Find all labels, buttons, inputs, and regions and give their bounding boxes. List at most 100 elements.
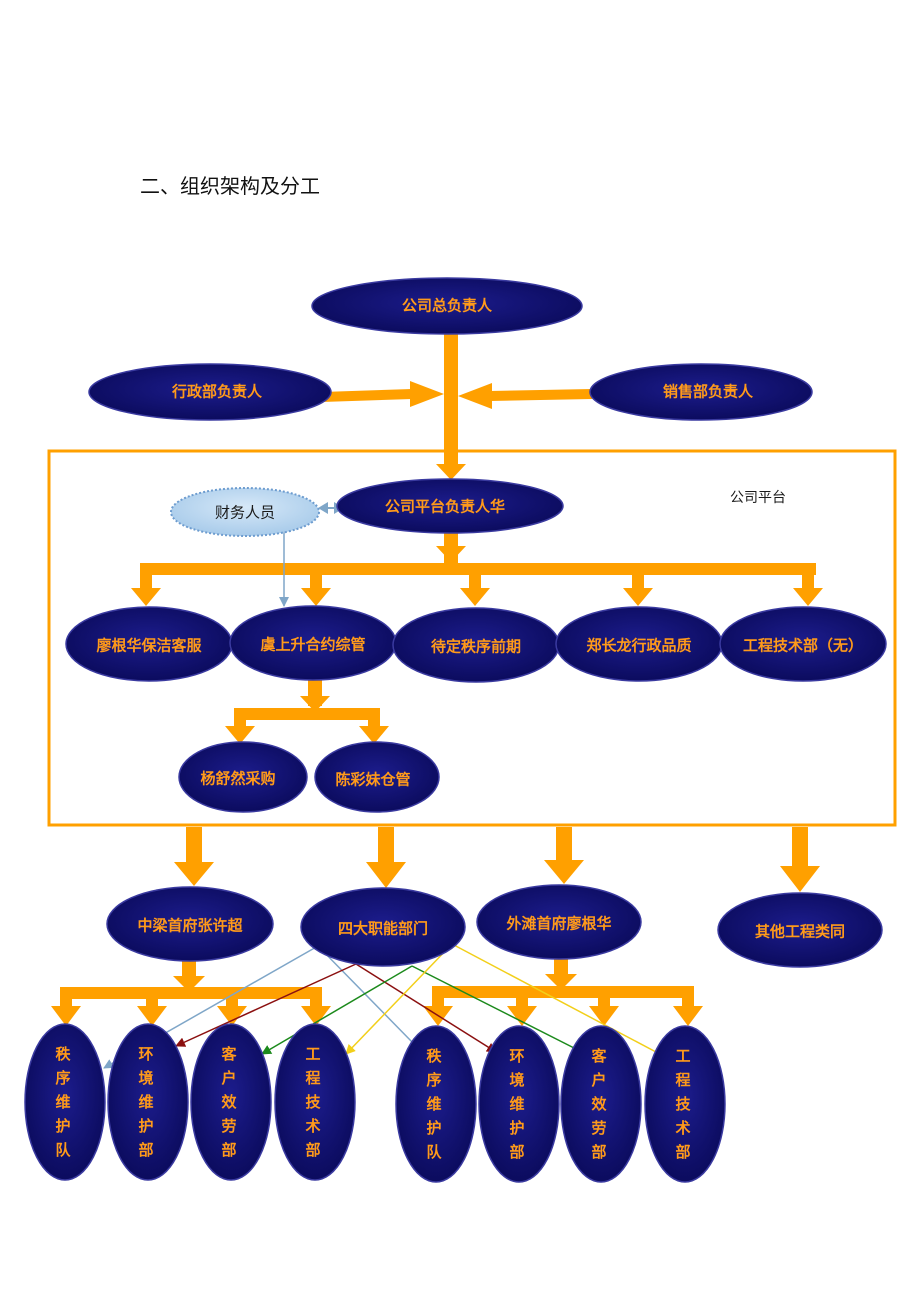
sales-connector xyxy=(490,389,592,401)
zhongliang-arrowhead-4 xyxy=(301,1006,331,1026)
node-platform-head[interactable]: 公司平台负责人华 xyxy=(336,478,564,534)
right-dept-engineering-shape xyxy=(644,1025,726,1183)
node-ceo[interactable]: 公司总负责人 xyxy=(311,277,583,335)
left-dept-client-service[interactable]: 客户效劳部 xyxy=(190,1023,272,1181)
platform-label: 公司平台 xyxy=(730,490,786,506)
zhongliang-arrowhead-2 xyxy=(137,1006,167,1026)
node-admin-quality[interactable]: 郑长龙行政品质 xyxy=(555,606,723,682)
node-waitan[interactable]: 外滩首府廖根华 xyxy=(476,884,642,960)
branch-drop-5 xyxy=(802,563,814,591)
four-depts-to-right-eng-line xyxy=(451,943,657,1053)
branch-drop-4 xyxy=(632,563,644,591)
branch-arrowhead-2 xyxy=(301,588,331,606)
branch-arrowhead-1 xyxy=(131,588,161,606)
zhongliang-arrowhead-3 xyxy=(217,1006,247,1026)
right-dept-order-label: 秩序维护队 xyxy=(426,1047,442,1161)
node-contract-label: 虞上升合约综管 xyxy=(260,636,365,654)
sales-arrowhead xyxy=(458,383,492,409)
node-four-depts[interactable]: 四大职能部门 xyxy=(300,887,466,967)
node-other-label: 其他工程类同 xyxy=(755,923,845,941)
node-order-pending[interactable]: 待定秩序前期 xyxy=(392,607,560,683)
contract-drop-1 xyxy=(234,708,246,728)
waitan-branch-bar xyxy=(432,986,694,998)
waitan-stem-arrowhead xyxy=(545,974,577,990)
node-engineering[interactable]: 工程技术部（无） xyxy=(719,606,887,682)
right-dept-order-shape xyxy=(395,1025,477,1183)
box-arrowhead-3 xyxy=(544,860,584,884)
ceo-trunk xyxy=(444,334,458,466)
platform-boundary xyxy=(47,449,897,827)
waitan-drop-1 xyxy=(432,986,444,1008)
box-arrowhead-1 xyxy=(174,862,214,886)
four-depts-to-right-order-line xyxy=(317,945,415,1045)
box-drop-1 xyxy=(186,827,202,865)
zhongliang-arrowhead-1 xyxy=(51,1006,81,1026)
node-sales-head-label: 销售部负责人 xyxy=(663,383,754,401)
zhongliang-drop-2 xyxy=(146,987,158,1009)
four-depts-to-right-env-line xyxy=(355,963,497,1053)
ceo-trunk-arrowhead xyxy=(436,464,466,480)
left-dept-environment-label: 环境维护部 xyxy=(138,1045,153,1159)
node-cleaning-label: 廖根华保洁客服 xyxy=(96,637,202,655)
box-arrowhead-2 xyxy=(366,862,406,888)
node-four-depts-label: 四大职能部门 xyxy=(338,920,428,938)
waitan-drop-4 xyxy=(682,986,694,1008)
node-other[interactable]: 其他工程类同 xyxy=(717,892,883,968)
node-cleaning[interactable]: 廖根华保洁客服 xyxy=(65,606,233,682)
branch-arrowhead-3 xyxy=(460,588,490,606)
platform-stem-arrowhead xyxy=(436,546,466,562)
node-sales-head[interactable]: 销售部负责人 xyxy=(589,363,813,421)
node-purchase-label: 杨舒然采购 xyxy=(200,770,275,788)
left-dept-environment-shape xyxy=(107,1023,189,1181)
right-dept-order[interactable]: 秩序维护队 xyxy=(395,1025,477,1183)
waitan-arrowhead-4 xyxy=(673,1006,703,1026)
four-depts-to-left-eng-line xyxy=(345,943,453,1055)
node-warehouse[interactable]: 陈彩妹仓管 xyxy=(314,741,440,813)
branch-arrowhead-4 xyxy=(623,588,653,606)
left-dept-engineering[interactable]: 工程技术部 xyxy=(274,1023,356,1181)
node-zhongliang-label: 中梁首府张许超 xyxy=(137,917,243,935)
right-dept-engineering[interactable]: 工程技术部 xyxy=(644,1025,726,1183)
node-admin-quality-label: 郑长龙行政品质 xyxy=(586,637,691,655)
finance-link-arrow-left xyxy=(318,502,328,514)
left-dept-environment[interactable]: 环境维护部 xyxy=(107,1023,189,1181)
box-drop-3 xyxy=(556,827,572,863)
right-dept-client-service-shape xyxy=(560,1025,642,1183)
right-dept-client-service-label: 客户效劳部 xyxy=(590,1047,607,1161)
right-dept-environment[interactable]: 环境维护部 xyxy=(478,1025,560,1183)
left-dept-order-label: 秩序维护队 xyxy=(55,1045,71,1159)
left-dept-client-service-shape xyxy=(190,1023,272,1181)
box-drop-4 xyxy=(792,827,808,869)
waitan-stem xyxy=(554,958,568,978)
left-dept-engineering-shape xyxy=(274,1023,356,1181)
node-zhongliang[interactable]: 中梁首府张许超 xyxy=(106,886,274,962)
left-department-group: 秩序维护队 环境维护部 客户效劳部 工程技术部 xyxy=(24,1023,356,1181)
orange-connectors xyxy=(51,334,823,1026)
node-contract[interactable]: 虞上升合约综管 xyxy=(229,605,397,681)
contract-arrowhead-1 xyxy=(225,726,255,744)
right-dept-engineering-label: 工程技术部 xyxy=(675,1047,691,1161)
node-ceo-label: 公司总负责人 xyxy=(402,297,493,315)
node-admin-head-label: 行政部负责人 xyxy=(171,383,263,401)
node-platform-head-label: 公司平台负责人华 xyxy=(385,498,505,516)
waitan-drop-2 xyxy=(516,986,528,1008)
four-depts-to-left-client-line xyxy=(261,965,413,1055)
admin-connector xyxy=(322,389,412,402)
contract-drop-2 xyxy=(368,708,380,728)
left-dept-engineering-label: 工程技术部 xyxy=(305,1045,321,1159)
right-dept-client-service[interactable]: 客户效劳部 xyxy=(560,1025,642,1183)
left-dept-order-shape xyxy=(24,1023,106,1181)
box-drop-2 xyxy=(378,827,394,865)
left-dept-order[interactable]: 秩序维护队 xyxy=(24,1023,106,1181)
branch-drop-2 xyxy=(310,563,322,591)
box-arrowhead-4 xyxy=(780,866,820,892)
node-finance[interactable]: 财务人员 xyxy=(170,487,320,537)
node-admin-head[interactable]: 行政部负责人 xyxy=(88,363,332,421)
node-purchase[interactable]: 杨舒然采购 xyxy=(178,741,308,813)
node-engineering-label: 工程技术部（无） xyxy=(743,637,863,655)
waitan-drop-3 xyxy=(598,986,610,1008)
node-waitan-label: 外滩首府廖根华 xyxy=(505,915,611,933)
four-depts-to-right-client-line xyxy=(411,965,579,1051)
